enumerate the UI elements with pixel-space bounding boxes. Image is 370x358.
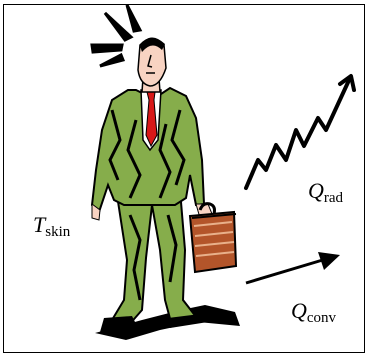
q-conv-label: Qconv (291, 300, 336, 322)
t-skin-symbol: T (33, 212, 45, 237)
alert-stress-lines-icon (92, 5, 140, 66)
q-rad-label: Qrad (308, 180, 343, 202)
q-rad-subscript: rad (324, 190, 343, 206)
t-skin-label: Tskin (33, 214, 70, 236)
trousers (112, 190, 197, 326)
q-conv-subscript: conv (307, 310, 336, 326)
q-conv-symbol: Q (291, 298, 307, 323)
t-skin-subscript: skin (45, 224, 70, 240)
businessman-clipart-icon (92, 37, 236, 332)
convection-arrow-icon (246, 252, 340, 283)
briefcase-icon (190, 204, 236, 272)
q-rad-symbol: Q (308, 178, 324, 203)
radiation-zigzag-arrow-icon (246, 76, 354, 188)
